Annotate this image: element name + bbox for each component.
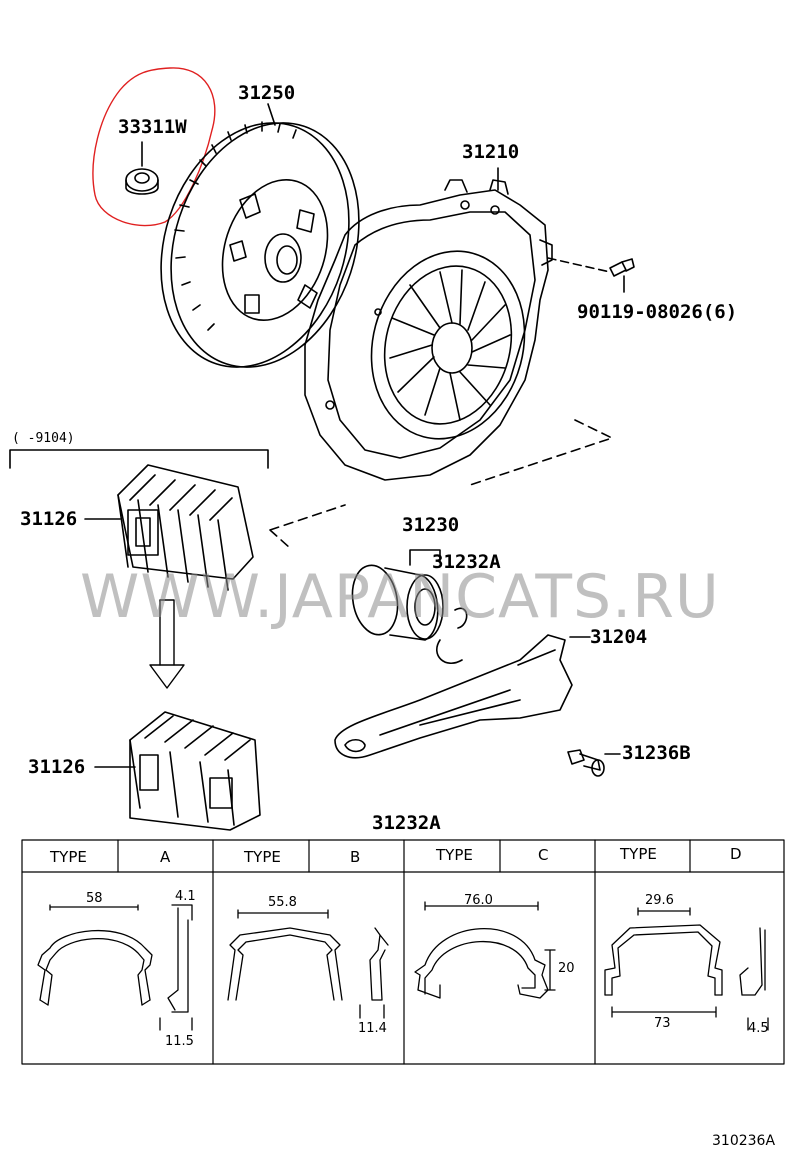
pivot-part — [567, 749, 621, 777]
part-label-33311w: 33311W — [118, 116, 187, 138]
type-header-d: TYPE — [620, 845, 657, 863]
date-range-label: ( -9104) — [12, 431, 75, 446]
dim-d-width: 29.6 — [645, 893, 674, 908]
arrow-down — [149, 599, 185, 689]
type-value-d: D — [730, 845, 742, 863]
dim-d-bottom: 73 — [654, 1016, 671, 1031]
dim-a-width: 58 — [86, 891, 103, 906]
release-fork-part — [334, 634, 591, 759]
type-header-c: TYPE — [436, 846, 473, 864]
watermark: WWW.JAPANCATS.RU — [80, 562, 720, 632]
part-label-90119: 90119-08026(6) — [577, 301, 738, 323]
type-header-a: TYPE — [50, 848, 87, 866]
part-label-31126-top: 31126 — [20, 508, 78, 530]
boot-bottom-part — [94, 711, 261, 831]
dim-a-height: 11.5 — [165, 1034, 194, 1049]
clutch-cover-part — [304, 167, 553, 481]
release-bearing-part — [351, 549, 468, 664]
dim-c-width: 76.0 — [464, 893, 493, 908]
type-header-b: TYPE — [244, 848, 281, 866]
boot-top-part — [84, 464, 254, 591]
part-label-31250: 31250 — [238, 82, 296, 104]
bolt-part — [547, 257, 635, 293]
clip-type-table — [21, 839, 785, 1065]
part-label-31232a-top: 31232A — [432, 551, 501, 573]
dim-a-thickness: 4.1 — [175, 889, 196, 904]
pilot-bearing-part — [125, 141, 159, 195]
dim-d-height: 4.5 — [748, 1021, 769, 1036]
highlight-circle — [92, 67, 216, 227]
type-value-a: A — [160, 848, 171, 866]
part-label-31236b: 31236B — [622, 742, 691, 764]
part-label-31204: 31204 — [590, 626, 648, 648]
part-label-31230: 31230 — [402, 514, 460, 536]
part-label-31210: 31210 — [462, 141, 520, 163]
part-label-31126-bottom: 31126 — [28, 756, 86, 778]
table-title-31232a: 31232A — [372, 812, 441, 834]
dim-b-width: 55.8 — [268, 895, 297, 910]
clip-a-drawing — [37, 904, 193, 1031]
clip-d-drawing — [604, 907, 769, 1031]
clip-b-drawing — [227, 909, 389, 1019]
type-value-b: B — [350, 848, 361, 866]
type-value-c: C — [538, 846, 549, 864]
dim-c-side: 20 — [558, 961, 575, 976]
figure-code: 310236A — [712, 1133, 776, 1149]
clutch-disc-part — [160, 103, 360, 368]
dim-b-height: 11.4 — [358, 1021, 387, 1036]
clip-c-drawing — [414, 901, 556, 999]
